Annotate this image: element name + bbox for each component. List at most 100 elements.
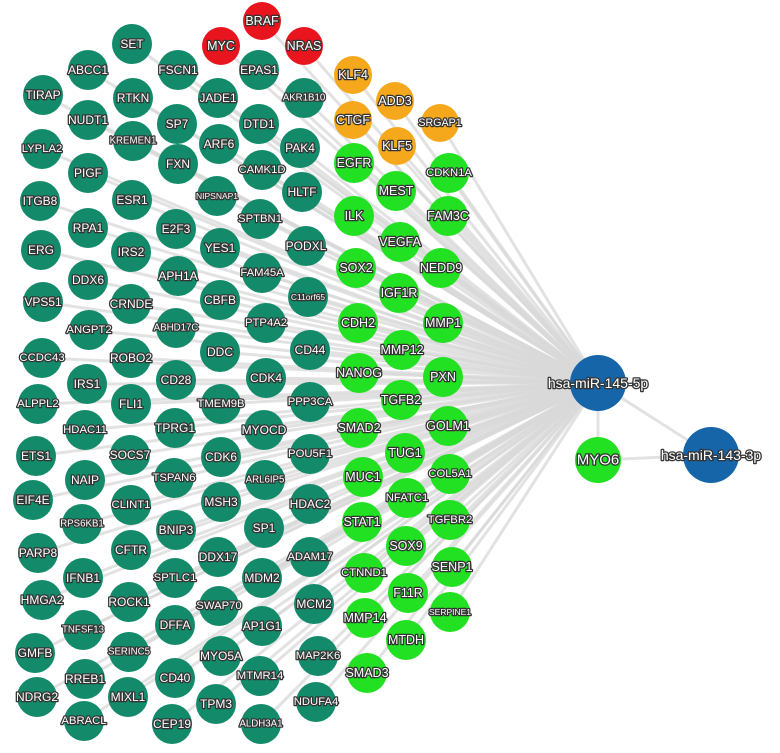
gene-node-cdkn1a[interactable]: CDKN1A bbox=[425, 153, 474, 193]
gene-node-cbfb[interactable]: CBFB bbox=[200, 280, 240, 320]
gene-node-ddx17[interactable]: DDX17 bbox=[197, 537, 239, 577]
gene-node-pigf[interactable]: PIGF bbox=[68, 153, 108, 193]
gene-node-myocd[interactable]: MYOCD bbox=[240, 410, 288, 450]
gene-node-abracl[interactable]: ABRACL bbox=[60, 701, 108, 741]
gene-node-serinc5[interactable]: SERINC5 bbox=[107, 632, 151, 672]
gene-node-fam3c[interactable]: FAM3C bbox=[426, 196, 470, 236]
gene-node-mmp1[interactable]: MMP1 bbox=[423, 303, 463, 343]
gene-node-erg[interactable]: ERG bbox=[21, 230, 61, 270]
gene-node-cdh2[interactable]: CDH2 bbox=[338, 303, 378, 343]
gene-node-nudt1[interactable]: NUDT1 bbox=[67, 100, 110, 140]
gene-node-swap70[interactable]: SWAP70 bbox=[195, 586, 243, 626]
gene-node-ccdc43[interactable]: CCDC43 bbox=[18, 338, 66, 378]
gene-node-sptbn1[interactable]: SPTBN1 bbox=[237, 199, 283, 239]
gene-node-ndrg2[interactable]: NDRG2 bbox=[15, 677, 60, 717]
gene-node-dtd1[interactable]: DTD1 bbox=[239, 104, 279, 144]
gene-node-arl6ip5[interactable]: ARL6IP5 bbox=[244, 460, 286, 500]
gene-node-sp1[interactable]: SP1 bbox=[244, 508, 284, 548]
gene-node-rps6kb1[interactable]: RPS6KB1 bbox=[59, 504, 105, 544]
gene-node-esr1[interactable]: ESR1 bbox=[112, 180, 152, 220]
gene-node-cd44[interactable]: CD44 bbox=[290, 330, 330, 370]
gene-node-arf6[interactable]: ARF6 bbox=[199, 124, 239, 164]
gene-node-naip[interactable]: NAIP bbox=[65, 460, 105, 500]
gene-node-tprg1[interactable]: TPRG1 bbox=[154, 408, 197, 448]
gene-node-e2f3[interactable]: E2F3 bbox=[156, 209, 196, 249]
gene-node-c11orf65[interactable]: C11orf65 bbox=[288, 277, 328, 317]
gene-node-cftr[interactable]: CFTR bbox=[111, 530, 151, 570]
gene-node-igf1r[interactable]: IGF1R bbox=[379, 273, 419, 313]
gene-node-ctnnd1[interactable]: CTNND1 bbox=[340, 553, 388, 593]
gene-node-akr1b10[interactable]: AKR1B10 bbox=[281, 78, 327, 118]
gene-node-muc1[interactable]: MUC1 bbox=[343, 457, 383, 497]
gene-node-myo6[interactable]: MYO6 bbox=[575, 437, 621, 483]
gene-node-fxn[interactable]: FXN bbox=[158, 144, 198, 184]
gene-node-dffa[interactable]: DFFA bbox=[155, 605, 195, 645]
gene-node-rreb1[interactable]: RREB1 bbox=[64, 659, 107, 699]
gene-node-smad2[interactable]: SMAD2 bbox=[336, 408, 382, 448]
gene-node-sox9[interactable]: SOX9 bbox=[386, 526, 426, 566]
gene-node-cd28[interactable]: CD28 bbox=[156, 360, 196, 400]
gene-node-hdac11[interactable]: HDAC11 bbox=[62, 410, 108, 450]
gene-node-cep19[interactable]: CEP19 bbox=[152, 704, 193, 744]
gene-node-sox2[interactable]: SOX2 bbox=[336, 248, 376, 288]
gene-node-socs7[interactable]: SOCS7 bbox=[108, 435, 152, 475]
mirna-node-hsa-mir-145-5p[interactable]: hsa-miR-145-5p bbox=[547, 355, 650, 411]
gene-node-irs1[interactable]: IRS1 bbox=[67, 364, 107, 404]
gene-node-nanog[interactable]: NANOG bbox=[335, 353, 383, 393]
gene-node-cd40[interactable]: CD40 bbox=[155, 658, 195, 698]
gene-node-nfatc1[interactable]: NFATC1 bbox=[384, 478, 430, 518]
gene-node-ap1g1[interactable]: AP1G1 bbox=[241, 606, 283, 646]
gene-node-ets1[interactable]: ETS1 bbox=[16, 436, 56, 476]
gene-node-f11r[interactable]: F11R bbox=[388, 573, 428, 613]
gene-node-alppl2[interactable]: ALPPL2 bbox=[16, 384, 60, 424]
gene-node-tgfb2[interactable]: TGFB2 bbox=[380, 380, 422, 420]
gene-node-nipsnap1[interactable]: NIPSNAP1 bbox=[195, 176, 240, 216]
gene-node-mmp14[interactable]: MMP14 bbox=[342, 598, 388, 638]
gene-node-ppp3ca[interactable]: PPP3CA bbox=[286, 382, 334, 422]
gene-node-epas1[interactable]: EPAS1 bbox=[239, 50, 280, 90]
gene-node-podxl[interactable]: PODXL bbox=[284, 226, 328, 266]
gene-node-tmem9b[interactable]: TMEM9B bbox=[196, 384, 246, 424]
gene-node-fscn1[interactable]: FSCN1 bbox=[157, 50, 199, 90]
gene-node-mtmr14[interactable]: MTMR14 bbox=[235, 656, 285, 696]
gene-node-ptp4a2[interactable]: PTP4A2 bbox=[244, 303, 288, 343]
gene-node-itgb8[interactable]: ITGB8 bbox=[20, 181, 60, 221]
gene-node-hdac2[interactable]: HDAC2 bbox=[288, 484, 332, 524]
gene-node-sptlc1[interactable]: SPTLC1 bbox=[152, 558, 198, 598]
gene-node-ddc[interactable]: DDC bbox=[200, 332, 240, 372]
gene-node-mixl1[interactable]: MIXL1 bbox=[108, 677, 148, 717]
gene-node-set[interactable]: SET bbox=[112, 24, 152, 64]
gene-node-aph1a[interactable]: APH1A bbox=[157, 256, 199, 296]
gene-node-mtdh[interactable]: MTDH bbox=[386, 620, 426, 660]
gene-node-tgfbr2[interactable]: TGFBR2 bbox=[426, 500, 474, 540]
gene-node-mcm2[interactable]: MCM2 bbox=[294, 584, 334, 624]
gene-node-map2k6[interactable]: MAP2K6 bbox=[294, 636, 342, 676]
gene-node-cdk4[interactable]: CDK4 bbox=[246, 358, 286, 398]
oncogene-node-nras[interactable]: NRAS bbox=[285, 27, 323, 65]
gene-node-hltf[interactable]: HLTF bbox=[282, 172, 322, 212]
gene-node-clint1[interactable]: CLINT1 bbox=[110, 485, 152, 525]
gene-node-rtkn[interactable]: RTKN bbox=[113, 78, 153, 118]
gene-node-rock1[interactable]: ROCK1 bbox=[107, 582, 151, 622]
gene-node-abcc1[interactable]: ABCC1 bbox=[67, 50, 110, 90]
gene-node-irs2[interactable]: IRS2 bbox=[111, 232, 151, 272]
gene-node-ilk[interactable]: ILK bbox=[334, 196, 374, 236]
gene-node-angpt2[interactable]: ANGPT2 bbox=[65, 310, 113, 350]
gene-node-col5a1[interactable]: COL5A1 bbox=[427, 454, 473, 494]
gene-node-srgap1[interactable]: SRGAP1 bbox=[417, 104, 463, 142]
gene-node-mest[interactable]: MEST bbox=[376, 171, 416, 211]
gene-node-ctgf[interactable]: CTGF bbox=[334, 101, 372, 139]
oncogene-node-myc[interactable]: MYC bbox=[202, 27, 240, 65]
gene-node-serpine1[interactable]: SERPINE1 bbox=[428, 592, 473, 632]
gene-node-add3[interactable]: ADD3 bbox=[376, 82, 414, 120]
gene-node-senp1[interactable]: SENP1 bbox=[430, 547, 474, 587]
gene-node-smad3[interactable]: SMAD3 bbox=[344, 653, 390, 693]
gene-node-msh3[interactable]: MSH3 bbox=[201, 482, 241, 522]
gene-node-adam17[interactable]: ADAM17 bbox=[286, 537, 334, 577]
gene-node-ifnb1[interactable]: IFNB1 bbox=[63, 558, 103, 598]
gene-node-fam45a[interactable]: FAM45A bbox=[239, 253, 285, 293]
gene-node-camk1d[interactable]: CAMK1D bbox=[237, 150, 287, 190]
gene-node-cdk6[interactable]: CDK6 bbox=[201, 437, 241, 477]
gene-node-tspan6[interactable]: TSPAN6 bbox=[151, 458, 197, 498]
gene-node-gmfb[interactable]: GMFB bbox=[15, 633, 55, 673]
